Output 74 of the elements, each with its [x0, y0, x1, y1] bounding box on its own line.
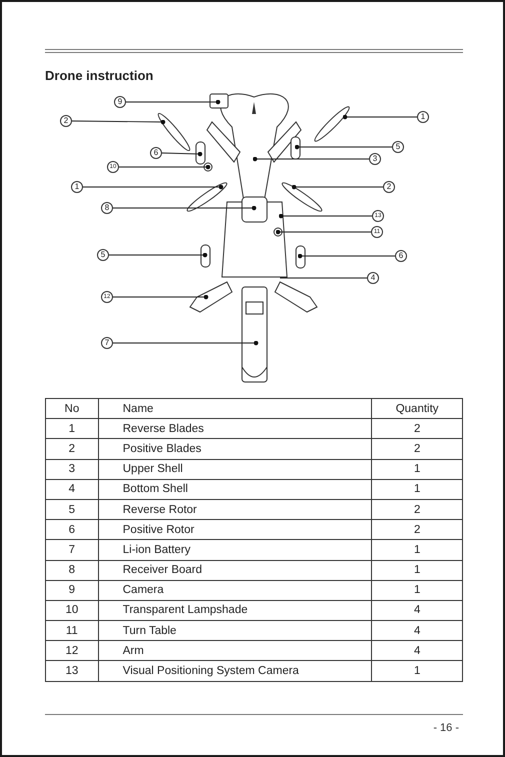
leader-line: [276, 230, 372, 234]
table-cell: 2: [372, 438, 462, 460]
callout-number: 6: [150, 147, 162, 159]
table-cell: Positive Blades: [98, 438, 372, 460]
column-header: No: [46, 398, 98, 419]
table-cell: 1: [372, 479, 462, 500]
table-cell: 5: [46, 499, 98, 520]
table-cell: Bottom Shell: [98, 479, 372, 500]
column-header: Quantity: [372, 398, 462, 419]
callout-number: 6: [395, 250, 407, 262]
leader-line: [108, 252, 208, 258]
callout-number: 1: [71, 181, 83, 193]
drone-drawing: [158, 93, 350, 382]
table-cell: 2: [372, 520, 462, 540]
table-cell: 6: [46, 520, 98, 540]
table-cell: 1: [372, 660, 462, 682]
table-cell: 4: [372, 600, 462, 621]
callout-number: 5: [392, 141, 404, 153]
table-cell: 2: [372, 418, 462, 439]
table-cell: 8: [46, 560, 98, 580]
leader-line: [72, 120, 166, 124]
callout-number: 5: [97, 249, 109, 261]
table-cell: 9: [46, 580, 98, 600]
table-cell: Visual Positioning System Camera: [98, 660, 372, 682]
table-cell: 11: [46, 620, 98, 641]
table-cell: 1: [372, 540, 462, 560]
title: Drone instruction: [45, 68, 154, 83]
table-cell: 4: [372, 620, 462, 641]
leader-line: [294, 144, 392, 150]
leader-line: [112, 294, 208, 300]
table-cell: 2: [372, 499, 462, 520]
table-cell: 2: [46, 438, 98, 460]
table-cell: Reverse Blades: [98, 418, 372, 439]
callout-number: 9: [114, 96, 126, 108]
leader-line: [162, 152, 202, 156]
table-cell: 1: [372, 580, 462, 600]
table-cell: Camera: [98, 580, 372, 600]
table-cell: 4: [372, 640, 462, 661]
table-cell: Arm: [98, 640, 372, 661]
table-cell: 13: [46, 660, 98, 682]
leader-line: [252, 156, 370, 162]
leader-line: [342, 114, 418, 120]
callout-number: 4: [367, 272, 379, 284]
leader-line: [278, 214, 372, 218]
table-cell: 1: [372, 560, 462, 580]
table-cell: 4: [46, 479, 98, 500]
table-cell: 3: [46, 459, 98, 480]
leader-line: [298, 254, 396, 258]
table-cell: Transparent Lampshade: [98, 600, 372, 621]
table-cell: Positive Rotor: [98, 520, 372, 540]
callout-number: 2: [383, 181, 395, 193]
leader-line: [112, 206, 256, 210]
table-cell: 10: [46, 600, 98, 621]
table-cell: 1: [372, 459, 462, 480]
callout-number: 1: [417, 111, 429, 123]
table-cell: Reverse Rotor: [98, 499, 372, 520]
callout-number: 3: [369, 153, 381, 165]
table-cell: 1: [46, 418, 98, 439]
callout-number: 8: [101, 202, 113, 214]
table-cell: Li-ion Battery: [98, 540, 372, 560]
leader-line: [292, 184, 384, 190]
callout-number: 7: [101, 337, 113, 349]
leader-line: [118, 164, 210, 170]
leader-line: [82, 184, 224, 190]
leader-line: [126, 100, 220, 104]
callout-number: 2: [60, 115, 72, 127]
table-cell: Receiver Board: [98, 560, 372, 580]
column-header: Name: [98, 398, 372, 419]
table-cell: 7: [46, 540, 98, 560]
table-cell: 12: [46, 640, 98, 661]
table-cell: Turn Table: [98, 620, 372, 641]
page-number: - 16 -: [433, 722, 459, 734]
table-cell: Upper Shell: [98, 459, 372, 480]
leader-line: [112, 340, 258, 346]
